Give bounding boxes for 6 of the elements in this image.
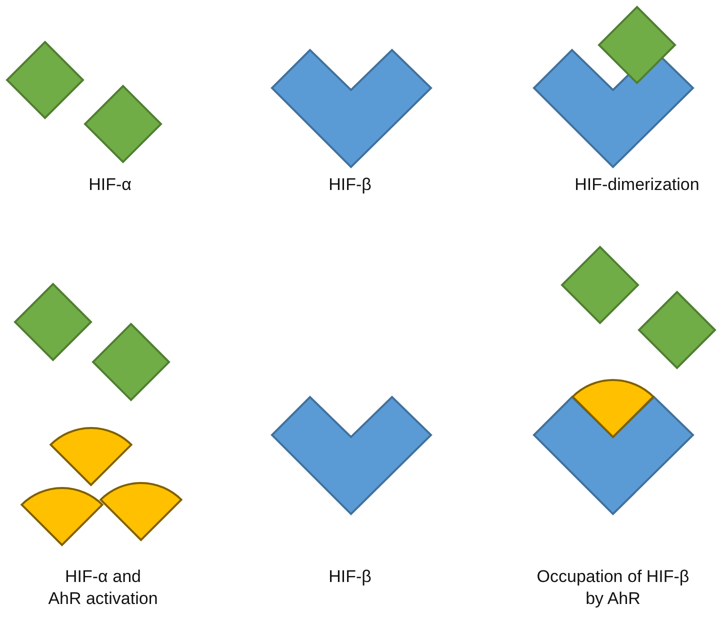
caption-text: HIF-α [88,174,132,196]
caption-text: HIF-dimerization [574,174,700,196]
caption-text: HIF-β [328,566,372,588]
caption-text: Occupation of HIF-β by AhR [536,566,690,610]
caption-text: HIF-β [328,174,372,196]
caption-text: HIF-α and AhR activation [47,566,159,610]
